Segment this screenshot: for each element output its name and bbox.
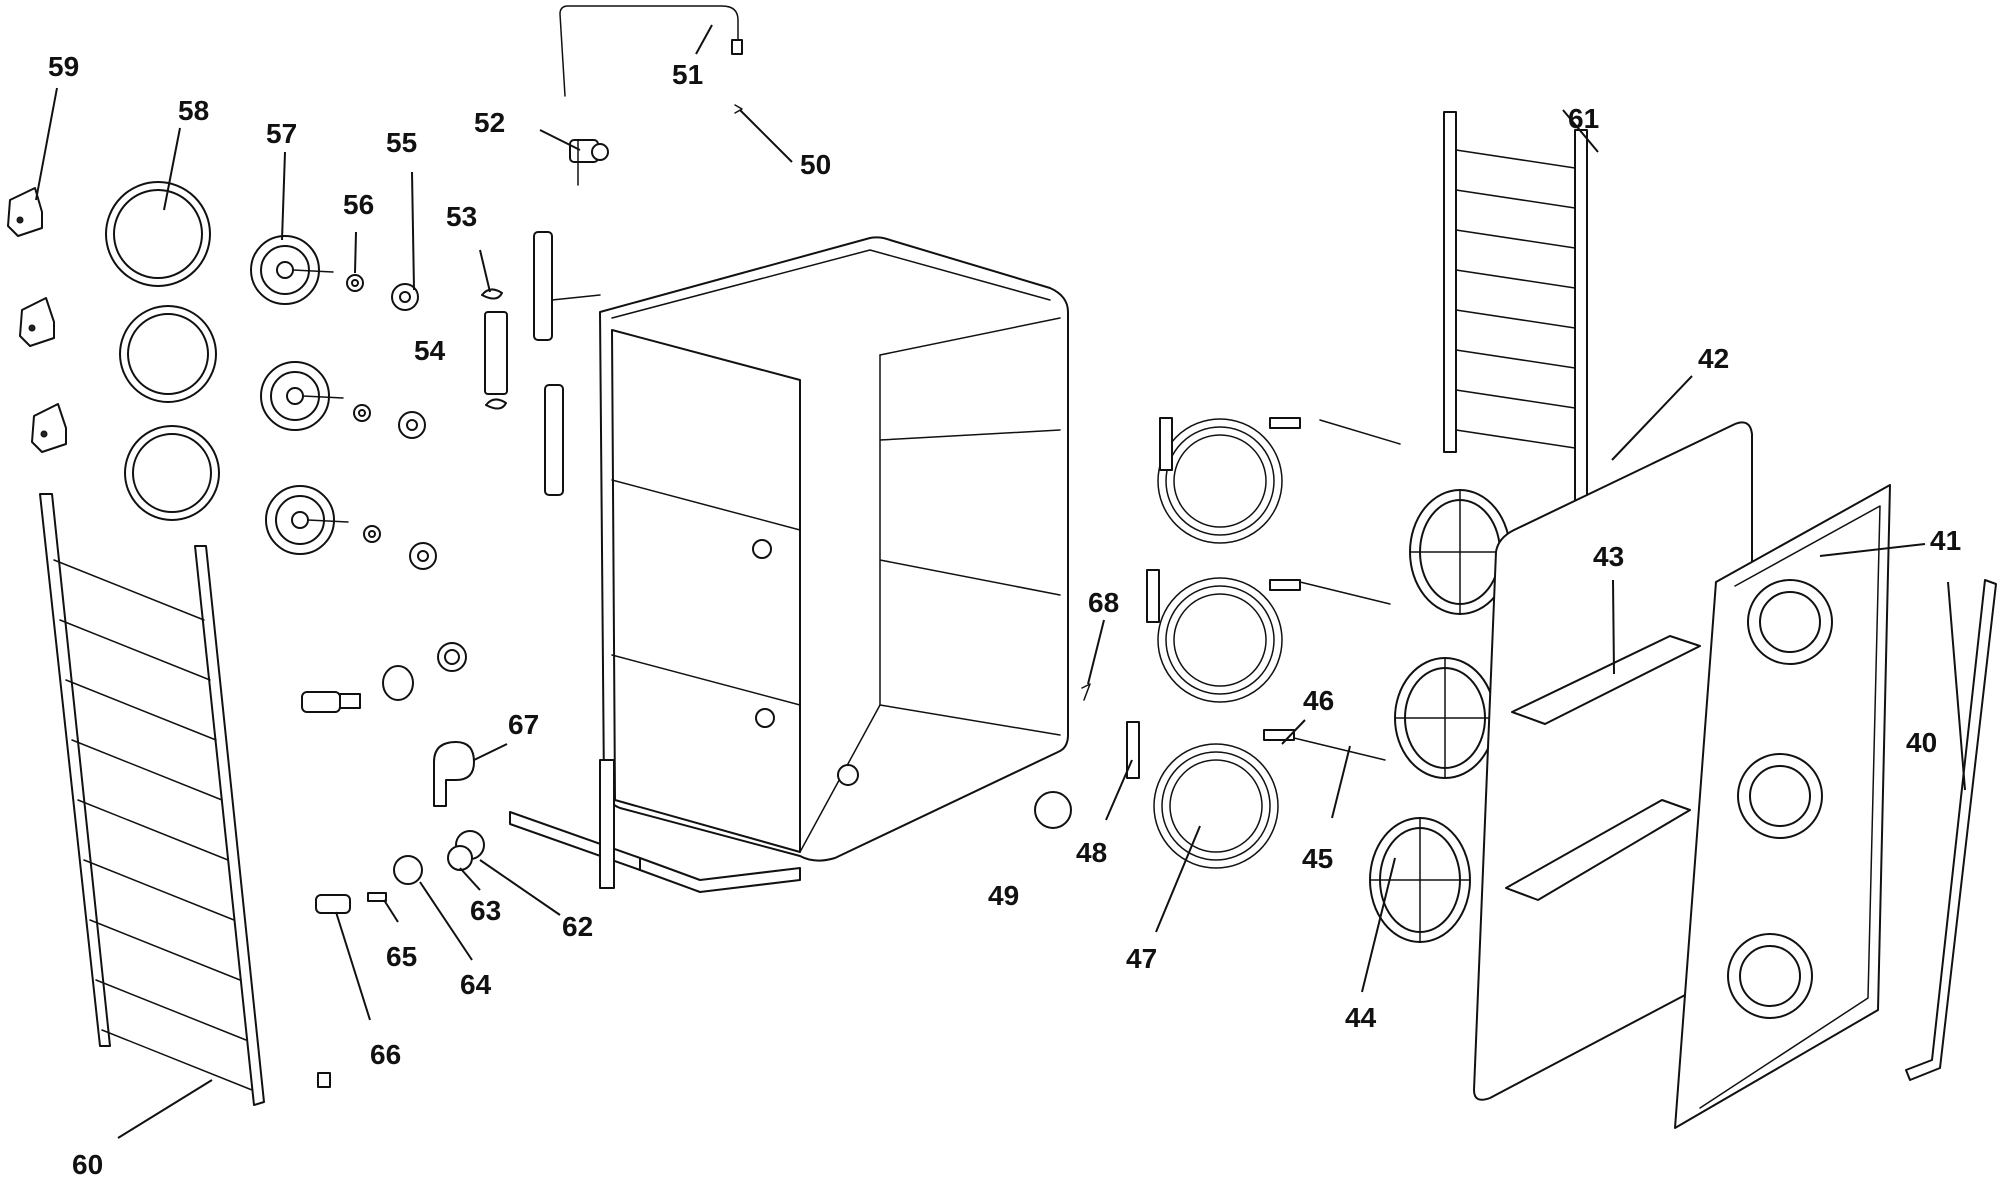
part-51-pipe	[560, 6, 742, 96]
part-43-shelves	[1506, 636, 1700, 900]
part-52-valve	[570, 140, 608, 185]
oven-cabinet	[510, 232, 1068, 892]
part-53-clamps	[482, 289, 506, 408]
callout-56: 56	[343, 189, 374, 220]
part-65-clip	[368, 893, 386, 901]
callout-65: 65	[386, 941, 417, 972]
part-58-gaskets	[106, 182, 219, 520]
callout-labels: 40 41 42 43 44 45 46 47 48 49 50 51 52 5…	[48, 51, 1961, 1178]
callout-45: 45	[1302, 843, 1333, 874]
callout-66: 66	[370, 1039, 401, 1070]
callout-44: 44	[1345, 1002, 1377, 1033]
callout-64: 64	[460, 969, 492, 1000]
callout-57: 57	[266, 118, 297, 149]
callout-43: 43	[1593, 541, 1624, 572]
part-56-washers	[347, 275, 380, 542]
callout-51: 51	[672, 59, 703, 90]
callout-50: 50	[800, 149, 831, 180]
callout-47: 47	[1126, 943, 1157, 974]
callout-42: 42	[1698, 343, 1729, 374]
callout-63: 63	[470, 895, 501, 926]
callout-68: 68	[1088, 587, 1119, 618]
part-47-heating-elements	[1154, 419, 1282, 868]
callout-55: 55	[386, 127, 417, 158]
callout-53: 53	[446, 201, 477, 232]
callout-41: 41	[1930, 525, 1961, 556]
part-50-clip	[735, 105, 742, 113]
callout-60: 60	[72, 1149, 103, 1178]
part-55-nuts	[392, 284, 436, 569]
part-67-elbow	[434, 742, 474, 806]
part-63-ring	[448, 846, 472, 870]
callout-54: 54	[414, 335, 446, 366]
part-48-plates	[1127, 418, 1172, 778]
part-54-hose	[485, 312, 507, 394]
callout-61: 61	[1568, 103, 1599, 134]
part-49-gear	[1035, 792, 1071, 828]
callout-49: 49	[988, 880, 1019, 911]
part-57-motors	[251, 236, 348, 554]
callout-48: 48	[1076, 837, 1107, 868]
small-parts	[316, 742, 484, 1087]
part-44-blower-wheels	[1370, 490, 1510, 942]
part-68-clip	[1082, 684, 1090, 700]
part-61-rear-rack	[1444, 112, 1587, 500]
part-64-ring	[394, 856, 422, 884]
part-40-gasket-strip	[1906, 580, 1996, 1080]
callout-58: 58	[178, 95, 209, 126]
callout-62: 62	[562, 911, 593, 942]
part-41-fan-cover	[1675, 485, 1890, 1128]
callout-40: 40	[1906, 727, 1937, 758]
callout-59: 59	[48, 51, 79, 82]
part-60-left-rack	[40, 494, 264, 1105]
part-46-45-brackets	[1264, 418, 1400, 760]
lamp-assembly	[302, 643, 466, 712]
callout-67: 67	[508, 709, 539, 740]
callout-52: 52	[474, 107, 505, 138]
part-66-sensor	[316, 895, 350, 913]
callout-46: 46	[1303, 685, 1334, 716]
leader-lines	[36, 25, 1965, 1138]
part-59-brackets	[8, 188, 66, 452]
